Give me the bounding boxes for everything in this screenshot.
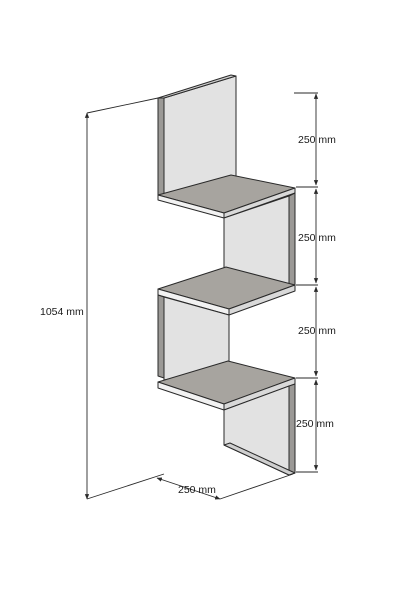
side-panel-4 (223, 383, 296, 476)
section-1-label: 250 mm (298, 134, 336, 146)
dimension-lines (84, 92, 319, 500)
depth-line (156, 477, 221, 500)
section-4-label: 250 mm (296, 418, 334, 430)
back-panel-top (157, 74, 237, 196)
section-2-label: 250 mm (298, 232, 336, 244)
shelf-1 (157, 174, 296, 219)
shelf-2 (157, 266, 296, 316)
shelf-3 (157, 360, 296, 411)
total-height-label: 1054 mm (40, 306, 84, 318)
depth-label: 250 mm (178, 484, 216, 496)
corner-shelf-unit (157, 74, 296, 476)
section-3-label: 250 mm (298, 325, 336, 337)
